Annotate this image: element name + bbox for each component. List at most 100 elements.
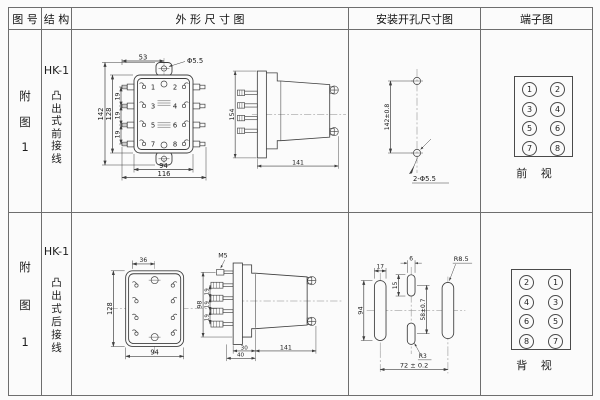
terminal-number: 5 <box>151 121 155 129</box>
relay-body-profile <box>242 264 308 338</box>
dim-154: 154 <box>229 109 236 121</box>
dim-53: 53 <box>139 54 148 62</box>
hole-callout: 2-Φ5.5 <box>413 175 436 183</box>
terminal-circle: 6 <box>550 121 565 136</box>
structure-char: 接 <box>51 329 62 341</box>
radius-callout-r3: R3 <box>419 354 427 360</box>
structure-label-vertical: 凸 出 式 后 接 线 <box>51 277 62 355</box>
dimensions: 142±0.8 2-Φ5.5 <box>384 80 449 184</box>
dim-17: 17 <box>376 264 384 270</box>
terminal-number: 1 <box>151 83 155 91</box>
row2-structure: HK-1 凸 出 式 后 接 线 <box>42 213 72 395</box>
dim-141: 141 <box>280 344 292 351</box>
m5-stud <box>216 269 234 276</box>
dim-94: 94 <box>150 349 159 357</box>
row1-mounting-cell: 142±0.8 2-Φ5.5 <box>349 30 481 213</box>
terminal-circle: 3 <box>548 294 563 310</box>
dimensions: 36 128 94 <box>106 257 185 360</box>
model-label: HK-1 <box>43 245 70 258</box>
dim-19: 19 <box>205 314 211 322</box>
dim-142-tol: 142±0.8 <box>384 104 391 131</box>
view-caption: 背 视 <box>516 359 557 372</box>
terminal-studs <box>210 281 234 328</box>
row2-mounting-cell: 17 94 6 15 58±0.7 R8.5 R3 <box>349 213 481 395</box>
structure-char: 式 <box>51 303 62 315</box>
spec-table: 图 号 结 构 外 形 尺 寸 图 安装开孔尺寸图 端子图 附 图 1 HK-1… <box>8 7 593 396</box>
terminal-circle: 2 <box>519 275 534 290</box>
relay-body-outer <box>133 74 194 154</box>
header-cell-terminal: 端子图 <box>481 8 592 30</box>
header-terminal-label: 端子图 <box>520 12 553 26</box>
structure-char: 式 <box>51 115 62 127</box>
dimensions: M5 98 19 19 19 30 141 <box>197 252 317 362</box>
dim-15: 15 <box>393 281 399 289</box>
structure-char: 线 <box>51 152 62 165</box>
center-fixings <box>148 276 161 342</box>
terminal-circle: 7 <box>522 140 537 156</box>
row1-terminal-cell: 1 2 3 4 5 6 7 8 前 视 <box>481 30 592 213</box>
row2-fig-no: 附 图 1 <box>9 213 42 395</box>
terminal-circle: 1 <box>548 275 563 290</box>
terminal-circle: 6 <box>519 314 534 329</box>
terminal-circle: 5 <box>548 314 563 329</box>
terminal-diagram-front: 1 2 3 4 5 6 7 8 <box>514 76 573 157</box>
terminal-circle: 7 <box>548 333 563 349</box>
fig-no-char: 图 <box>19 298 31 312</box>
structure-char: 前 <box>51 127 62 140</box>
dim-hole: Φ5.5 <box>187 57 203 65</box>
structure-char: 线 <box>51 342 62 354</box>
terminal-studs <box>237 89 258 134</box>
fig-no-char: 1 <box>21 140 29 154</box>
terminal-number: 8 <box>173 140 177 148</box>
terminal-circle: 3 <box>522 101 537 117</box>
terminal-number: 7 <box>151 140 155 148</box>
terminal-circle: 4 <box>519 294 534 310</box>
terminal-number: 3 <box>151 102 155 110</box>
front-screws <box>306 276 317 326</box>
terminal-circle: 4 <box>550 101 565 117</box>
dim-19: 19 <box>114 131 121 139</box>
thread-callout-m5: M5 <box>218 252 227 259</box>
dim-94: 94 <box>356 306 364 314</box>
dim-19: 19 <box>114 112 121 120</box>
center-fixings <box>157 80 171 149</box>
front-flange <box>256 70 267 159</box>
terminal-number: 6 <box>173 121 177 129</box>
row1-outline-front-view: 1 2 3 4 5 6 7 8 53 Φ5.5 142 <box>97 54 207 181</box>
terminal-number: 4 <box>173 102 177 110</box>
dimensions: 53 Φ5.5 142 128 19 19 19 <box>97 54 207 181</box>
structure-char: 凸 <box>51 277 62 289</box>
fig-no-char: 图 <box>19 115 31 129</box>
header-cell-fig-no: 图 号 <box>9 8 42 30</box>
dimensions: 17 94 6 15 58±0.7 R8.5 R3 <box>356 255 473 374</box>
row2-mounting-drawing: 17 94 6 15 58±0.7 R8.5 R3 <box>356 255 473 374</box>
terminal-circle: 1 <box>522 82 537 97</box>
row1-outline-cell: 1 2 3 4 5 6 7 8 53 Φ5.5 142 <box>72 30 349 213</box>
dimensions: 154 141 <box>229 70 339 169</box>
structure-char: 凸 <box>51 90 62 102</box>
relay-base-inner <box>128 273 182 344</box>
terminal-numbers: 1 2 3 4 5 6 7 8 <box>151 83 177 148</box>
terminal-circle: 5 <box>522 121 537 136</box>
dim-128: 128 <box>105 108 113 121</box>
row2-outline-side-view: M5 98 19 19 19 30 141 <box>197 252 343 362</box>
terminal-circle: 8 <box>519 333 534 349</box>
terminal-number: 2 <box>173 83 177 91</box>
relay-body-profile <box>266 72 331 150</box>
dim-36: 36 <box>140 257 148 264</box>
row1-structure: HK-1 凸 出 式 前 接 线 <box>42 30 72 213</box>
dim-141: 141 <box>292 159 304 166</box>
row2-outline-cell: 36 128 94 <box>72 213 349 395</box>
fig-no-char: 附 <box>19 260 31 274</box>
fig-no-char: 1 <box>21 335 29 349</box>
header-structure-label: 结 构 <box>43 12 70 26</box>
structure-char: 出 <box>51 290 62 302</box>
header-cell-outline: 外 形 尺 寸 图 <box>72 8 349 30</box>
slot-middle-top <box>406 274 416 297</box>
dim-116: 116 <box>158 170 171 178</box>
terminal-circle: 2 <box>550 82 565 97</box>
dim-98: 98 <box>197 301 204 309</box>
row2-terminal-cell: 2 1 4 3 6 5 8 7 背 视 <box>481 213 592 395</box>
dim-19: 19 <box>205 288 211 296</box>
